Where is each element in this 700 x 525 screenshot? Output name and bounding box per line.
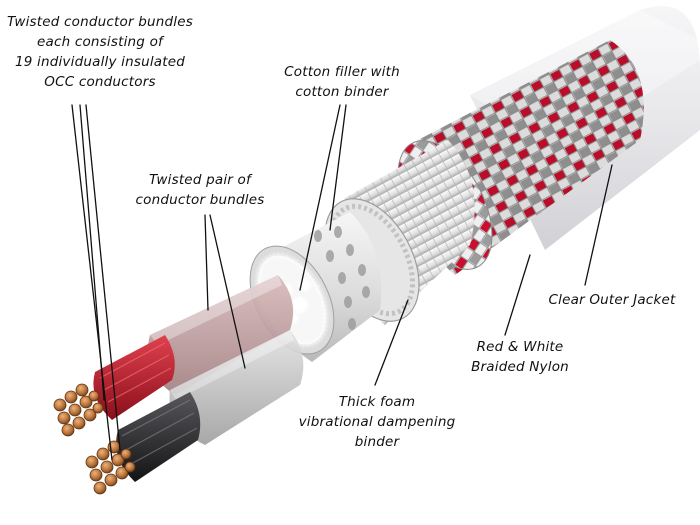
- label-conductor-bundles-line-3: 19 individually insulated: [14, 54, 186, 70]
- label-foam-binder: Thick foam vibrational dampening binder: [282, 392, 472, 452]
- leader-braided-nylon: [504, 254, 531, 336]
- label-cotton-filler-line-2: cotton binder: [295, 84, 389, 100]
- label-twisted-pair-line-1: Twisted pair of: [149, 172, 251, 188]
- label-cotton-filler-line-1: Cotton filler with: [284, 64, 400, 80]
- label-braided-nylon: Red & White Braided Nylon: [450, 337, 590, 377]
- label-foam-binder-line-2: vibrational dampening: [298, 414, 456, 430]
- leader-cotton-filler-1: [299, 104, 341, 291]
- leader-conductor-bundles-1: [71, 104, 113, 461]
- label-cotton-filler: Cotton filler with cotton binder: [262, 62, 422, 102]
- leader-foam-binder: [374, 299, 409, 386]
- label-braided-nylon-line-2: Braided Nylon: [471, 359, 569, 375]
- label-twisted-pair-line-2: conductor bundles: [135, 192, 265, 208]
- label-braided-nylon-line-1: Red & White: [476, 339, 564, 355]
- label-outer-jacket-line-1: Clear Outer Jacket: [548, 292, 676, 308]
- label-foam-binder-line-1: Thick foam: [338, 394, 416, 410]
- leader-twisted-pair-1: [204, 214, 209, 311]
- twisted-pair-sleeves-shape: [147, 275, 304, 445]
- leader-lines: [71, 104, 613, 461]
- label-twisted-pair: Twisted pair of conductor bundles: [110, 170, 290, 210]
- leader-cotton-filler-2: [329, 104, 347, 231]
- red-conductor-bundle-shape: [93, 335, 175, 420]
- label-outer-jacket: Clear Outer Jacket: [528, 290, 696, 310]
- label-conductor-bundles-line-2: each consisting of: [37, 34, 163, 50]
- label-foam-binder-line-3: binder: [354, 434, 400, 450]
- black-conductor-bundle-shape: [116, 392, 201, 482]
- leader-outer-jacket: [584, 164, 613, 286]
- copper-strands-bottom-shape: [85, 440, 136, 495]
- label-conductor-bundles-line-1: Twisted conductor bundles: [7, 14, 193, 30]
- label-conductor-bundles-line-4: OCC conductors: [44, 74, 156, 90]
- leader-conductor-bundles-2: [79, 104, 105, 401]
- label-conductor-bundles: Twisted conductor bundles each consistin…: [0, 12, 200, 92]
- leader-conductor-bundles-3: [85, 104, 121, 451]
- leader-twisted-pair-2: [209, 214, 246, 369]
- copper-strands-top-shape: [53, 383, 104, 437]
